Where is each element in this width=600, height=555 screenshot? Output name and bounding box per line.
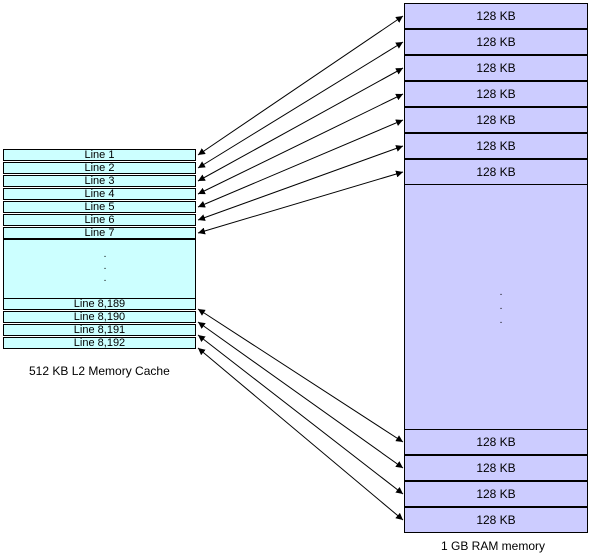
ram-ellipsis-dot: . [499,287,503,298]
ram-caption: 1 GB RAM memory [441,539,546,553]
cache-line-2: Line 2 [3,162,196,174]
ram-ellipsis-dot: . [499,315,503,326]
cache-ellipsis-dot: . [103,273,107,284]
ram-block-1: 128 KB [404,3,588,29]
cache-line-1: Line 1 [3,149,196,161]
ram-omitted-region: . . . [404,184,588,430]
ram-block-2: 128 KB [404,29,588,55]
mapping-arrow [197,170,404,235]
ram-ellipsis-dot: . [499,301,503,312]
ram-block-5: 128 KB [404,107,588,133]
ram-block-last-3: 128 KB [404,455,588,481]
cache-line-6: Line 6 [3,214,196,226]
ram-block-last-4: 128 KB [404,429,588,455]
cache-line-8190: Line 8,190 [3,311,196,323]
cache-omitted-region: . . . [3,239,196,299]
cache-line-4: Line 4 [3,188,196,200]
mapping-arrow [197,334,404,495]
cache-line-8192: Line 8,192 [3,337,196,349]
ram-block-4: 128 KB [404,81,588,107]
ram-block-3: 128 KB [404,55,588,81]
ram-block-last-1: 128 KB [404,507,588,533]
cache-line-5: Line 5 [3,201,196,213]
cache-line-7: Line 7 [3,227,196,239]
mapping-arrow [197,347,404,521]
cache-line-8191: Line 8,191 [3,324,196,336]
mapping-arrow [197,41,404,169]
mapping-arrow [197,321,404,469]
mapping-arrow [197,93,404,195]
ram-block-6: 128 KB [404,133,588,159]
cache-caption: 512 KB L2 Memory Cache [29,364,170,378]
cache-line-8189: Line 8,189 [3,298,196,310]
mapping-arrow [197,308,404,443]
cache-ellipsis-dot: . [103,249,107,260]
mapping-arrow [197,145,404,221]
cache-line-3: Line 3 [3,175,196,187]
ram-block-last-2: 128 KB [404,481,588,507]
cache-ellipsis-dot: . [103,261,107,272]
